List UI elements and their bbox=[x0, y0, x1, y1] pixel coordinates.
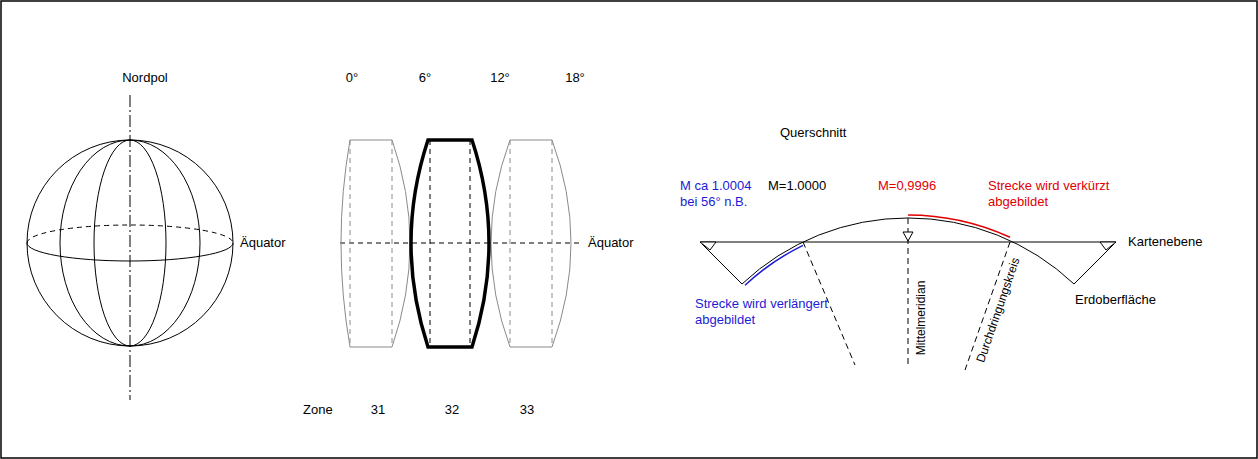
meridian bbox=[60, 140, 200, 346]
longitude-label: 18° bbox=[565, 70, 585, 86]
zone-number: 31 bbox=[371, 402, 385, 418]
longitude-label: 6° bbox=[419, 70, 431, 86]
note: Strecke wird verkürzt abgebildet bbox=[988, 178, 1133, 210]
zone-caption: Zone bbox=[303, 402, 333, 418]
earth-surface bbox=[1074, 244, 1114, 284]
zone-gridline bbox=[392, 140, 393, 347]
zone-number: 32 bbox=[445, 402, 459, 418]
zone-strip-highlight bbox=[411, 140, 489, 347]
arrowhead bbox=[903, 232, 913, 241]
meridian-label: Mittelmeridian bbox=[913, 281, 929, 356]
secant-label: Durchdringungskreis bbox=[973, 255, 1024, 364]
zone-gridline bbox=[350, 140, 351, 347]
zone-gridline bbox=[552, 140, 553, 347]
arrowhead bbox=[1100, 242, 1116, 250]
pole-label: Nordpol bbox=[122, 70, 168, 86]
section-heading: Querschnitt bbox=[780, 125, 846, 141]
earth-surface bbox=[702, 244, 742, 284]
zone-gridline bbox=[470, 140, 471, 347]
note: Strecke wird verlängert abgebildet bbox=[695, 296, 835, 328]
equator-line bbox=[340, 243, 580, 244]
longitude-label: 0° bbox=[346, 70, 358, 86]
arrowhead bbox=[700, 242, 716, 250]
lengthened-segment bbox=[745, 245, 803, 285]
cross-section bbox=[700, 215, 1116, 370]
earth-axis bbox=[130, 95, 131, 400]
zone-number: 33 bbox=[520, 402, 534, 418]
zone-gridline bbox=[430, 140, 431, 347]
scale-factor: M=1.0000 bbox=[768, 178, 826, 194]
scale-factor: M=0,9996 bbox=[878, 178, 936, 194]
zone-gridline bbox=[510, 140, 511, 347]
equator-label: Äquator bbox=[588, 235, 634, 251]
longitude-label: 12° bbox=[490, 70, 510, 86]
zone-strip bbox=[341, 140, 410, 347]
zones bbox=[340, 140, 580, 347]
scale-factor: M ca 1.0004 bei 56° n.B. bbox=[680, 178, 768, 210]
equator-label: Äquator bbox=[240, 235, 286, 251]
equator-front bbox=[27, 243, 233, 261]
zone-strip bbox=[491, 140, 571, 347]
shortened-segment bbox=[908, 215, 1010, 237]
meridian bbox=[94, 140, 166, 346]
globe-outline bbox=[27, 140, 233, 346]
globe bbox=[27, 95, 233, 400]
equator-back bbox=[27, 225, 233, 243]
plane-label: Kartenebene bbox=[1128, 234, 1202, 250]
surface-label: Erdoberfläche bbox=[1075, 292, 1156, 308]
